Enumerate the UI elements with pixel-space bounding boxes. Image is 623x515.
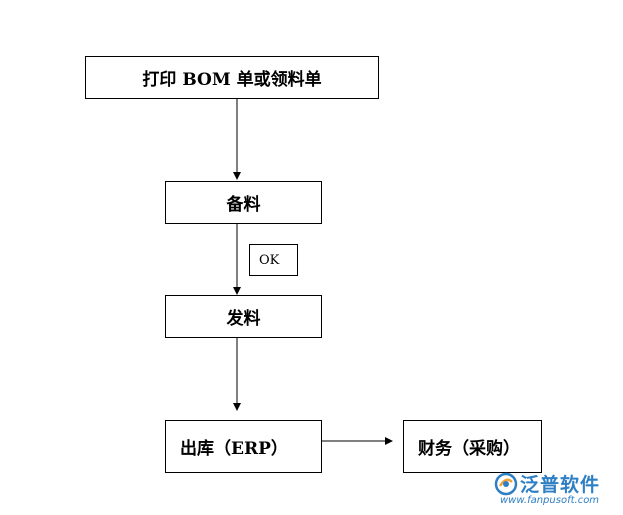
node-print-bom: 打印 BOM 单或领料单 [85,56,379,99]
watermark: 泛普软件 www.fanpusoft.com [494,470,619,512]
watermark-url: www.fanpusoft.com [500,495,600,506]
node-prepare-label: 备料 [226,195,261,215]
node-ok: OK [249,244,298,276]
node-print-bom-label: 打印 BOM 单或领料单 [142,70,322,90]
fanpu-logo-icon [494,472,518,496]
node-prepare: 备料 [165,181,322,224]
node-ok-label: OK [259,252,280,268]
node-outbound-erp-label: 出库（ERP） [180,439,288,459]
node-finance-purchase-label: 财务（采购） [418,439,520,459]
node-issue: 发料 [165,295,322,338]
watermark-brand: 泛普软件 [520,474,601,496]
node-outbound-erp: 出库（ERP） [165,420,322,473]
node-issue-label: 发料 [226,309,261,329]
node-finance-purchase: 财务（采购） [403,420,542,473]
